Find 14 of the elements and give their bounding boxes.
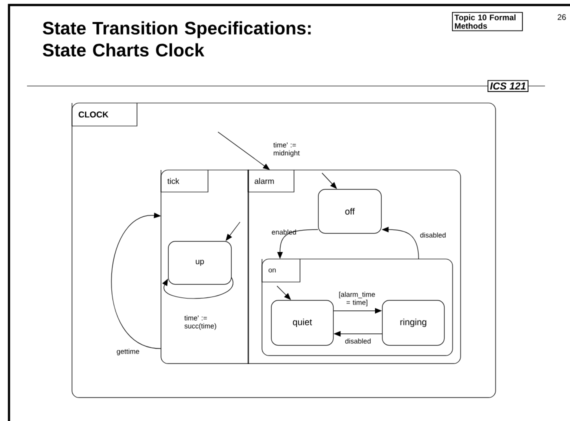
page-number: 26 xyxy=(558,14,566,20)
state-box: off xyxy=(318,189,382,234)
slide-title: State Transition Specifications: State Charts Clock xyxy=(42,21,311,57)
transition-arrow xyxy=(111,212,162,349)
transition-arrow xyxy=(322,172,337,189)
transition-arrow xyxy=(162,277,234,299)
transition-arrow xyxy=(276,286,291,300)
topic-box: Topic 10 Formal Methods xyxy=(452,12,523,32)
course-tag: ICS 121 xyxy=(488,80,528,92)
state-box: up xyxy=(168,241,232,285)
transition-arrow xyxy=(218,132,270,170)
state-box: quiet xyxy=(271,300,334,346)
transition-arrow xyxy=(226,222,240,241)
state-box: ringing xyxy=(382,300,445,346)
